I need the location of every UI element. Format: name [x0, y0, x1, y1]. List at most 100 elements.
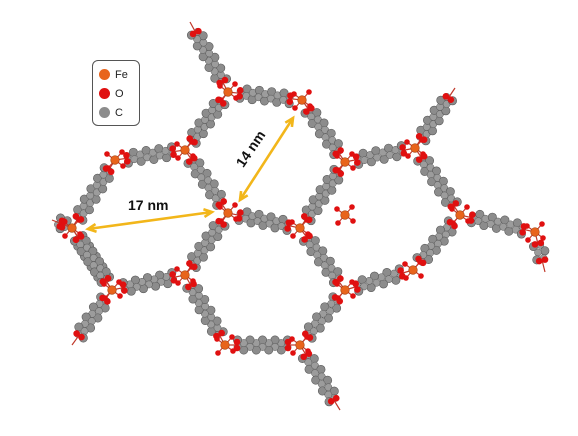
carbon-atom	[201, 231, 211, 241]
carbon-atom	[486, 220, 495, 228]
oxygen-atom	[195, 27, 202, 35]
carbon-atom	[86, 184, 96, 194]
oxygen-atom	[305, 348, 311, 354]
fe-o-bond	[541, 260, 546, 273]
iron-centers	[67, 87, 540, 350]
oxygen-atom	[218, 329, 225, 337]
oxygen-atom	[541, 256, 549, 263]
arrow-14nm-head	[284, 115, 295, 128]
oxygen-atom	[289, 336, 295, 342]
oxygen-atom	[290, 233, 296, 239]
carbon-atom	[511, 225, 520, 234]
oxygen-atom	[305, 231, 311, 237]
oxygen-atom	[190, 153, 196, 159]
carbon-atom	[491, 223, 501, 233]
arrow-14nm-head	[238, 190, 249, 203]
carbon-atom	[194, 241, 204, 251]
fe-o-bond	[333, 399, 341, 411]
fe-o-bond	[189, 21, 197, 33]
oxygen-atom	[72, 236, 80, 244]
oxygen-atom	[464, 204, 470, 210]
oxygen-atom	[405, 153, 411, 159]
oxygen-atom	[78, 333, 85, 341]
carbon-atom	[320, 261, 329, 270]
oxygen-atom	[519, 228, 526, 236]
carbon-atom	[197, 173, 206, 182]
carbon-atom	[190, 169, 200, 179]
oxygen-atom	[77, 231, 83, 237]
oxygen-atom	[233, 95, 239, 101]
carbon-atom	[79, 194, 89, 204]
carbon-atom	[360, 156, 369, 164]
legend-item-fe: Fe	[99, 65, 139, 84]
iron-atom	[180, 270, 190, 280]
oxygen-atom	[449, 206, 455, 212]
iron-atom	[295, 340, 305, 350]
carbon-atom	[366, 283, 376, 293]
oxygen-atom	[337, 275, 344, 282]
oxygen-atom	[221, 76, 229, 84]
oxygen-atom	[105, 165, 111, 171]
distance-label-17nm: 17 nm	[128, 197, 169, 213]
oxygen-atom	[185, 158, 193, 165]
oxygen-atom	[232, 81, 238, 87]
legend-label-fe: Fe	[115, 68, 128, 81]
fe-o-bond	[71, 334, 80, 346]
oxygen-atom	[236, 87, 244, 94]
carbon-atom	[365, 276, 374, 285]
oxygen-atom	[284, 344, 292, 352]
carbon-atom	[384, 275, 393, 284]
oxygen-atom	[174, 266, 180, 272]
oxygen-atom	[170, 151, 177, 158]
carbon-atom	[324, 390, 333, 399]
oxygen-atom	[301, 236, 308, 243]
oxygen-atom	[233, 338, 241, 346]
oxygen-atom	[469, 211, 476, 219]
oxygen-atom	[442, 93, 450, 100]
legend-label-c: C	[115, 106, 123, 119]
oxygen-atom	[101, 281, 107, 287]
oxygen-atom	[291, 91, 297, 97]
oxygen-atom	[215, 350, 221, 356]
carbon-atom	[216, 63, 226, 73]
oxygen-atom	[450, 220, 456, 226]
oxygen-atom	[335, 295, 341, 301]
iron-atom	[530, 227, 540, 237]
carbon-atom	[321, 267, 331, 277]
oxygen-atom	[415, 156, 423, 163]
arrow-14nm	[238, 117, 295, 201]
carbon-atom	[197, 179, 207, 189]
oxygen-atom	[189, 139, 195, 145]
oxygen-atoms	[56, 27, 549, 405]
oxygen-atom	[397, 267, 404, 274]
oxygen-atom	[332, 394, 340, 402]
oxygen-atom	[535, 257, 543, 265]
iron-atom	[67, 223, 77, 233]
fe-swatch	[99, 69, 110, 80]
oxygen-atom	[214, 336, 220, 342]
carbon-atom	[372, 278, 381, 287]
arrow-17nm-head	[85, 222, 97, 234]
carbon-atom	[378, 148, 387, 157]
carbon-atom	[506, 220, 515, 229]
carbon-atom	[534, 248, 542, 257]
oxygen-atom	[229, 334, 235, 340]
oxygen-atom	[169, 271, 176, 278]
carbon-atom	[371, 146, 381, 156]
carbon-atom	[317, 386, 327, 396]
oxygen-atom	[218, 97, 224, 103]
iron-atom	[107, 285, 117, 295]
oxygen-atom	[350, 218, 356, 224]
carbon-atom	[314, 129, 324, 139]
carbon-atom	[373, 153, 382, 162]
iron-atom	[223, 87, 233, 97]
carbon-atom	[270, 223, 280, 233]
oxygen-atom	[220, 198, 228, 205]
carbon-atom	[307, 119, 317, 129]
legend-item-o: O	[99, 84, 139, 103]
carbon-atom	[390, 269, 398, 278]
oxygen-atom	[306, 89, 312, 95]
carbon-atom	[305, 240, 314, 249]
iron-atom	[408, 265, 418, 275]
iron-atom	[295, 223, 305, 233]
